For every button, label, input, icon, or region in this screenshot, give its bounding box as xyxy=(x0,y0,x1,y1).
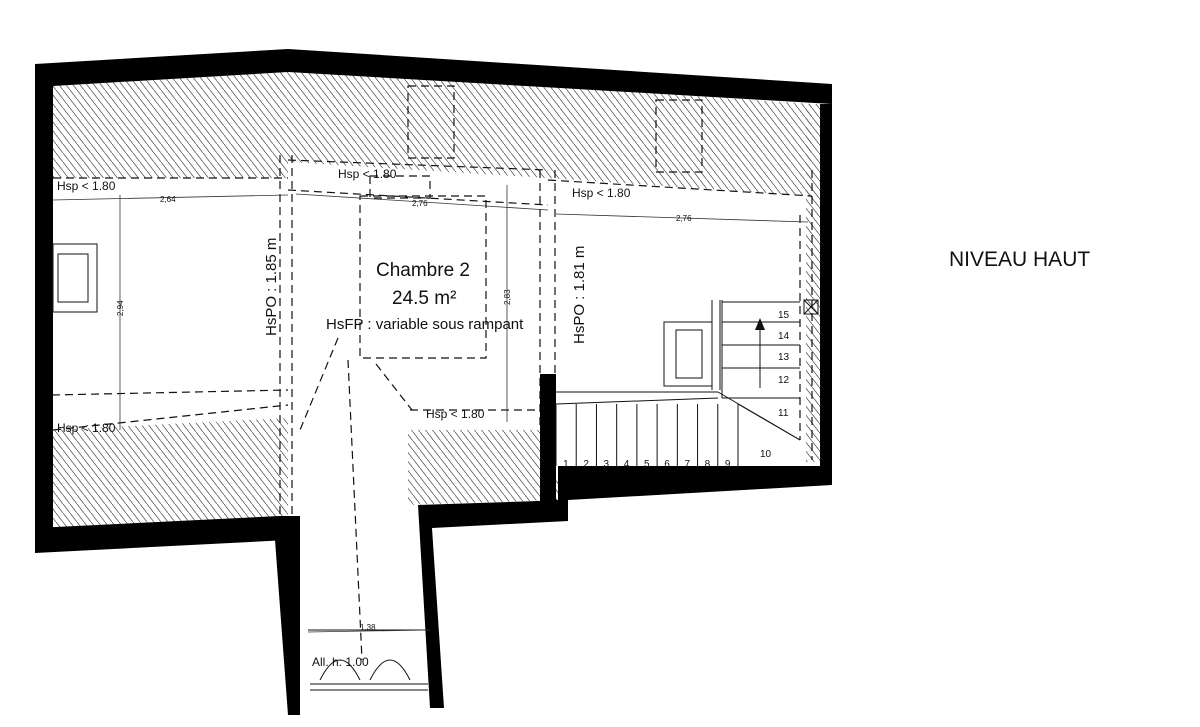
room-area: 24.5 m² xyxy=(392,288,456,309)
hatched-zone-top-right xyxy=(548,86,812,196)
level-title: NIVEAU HAUT xyxy=(949,248,1090,271)
stair-step-number: 10 xyxy=(760,449,772,460)
dim-center-width: 2,76 xyxy=(412,199,428,208)
dim-left-height: 2,94 xyxy=(116,300,125,316)
hatched-zone-bottom-center xyxy=(408,430,558,505)
allege-label: All. h: 1.00 xyxy=(312,655,369,669)
stair-step-number: 15 xyxy=(778,310,790,321)
stair-step-number: 5 xyxy=(644,459,650,470)
wall-corridor-left xyxy=(275,540,300,715)
dimension-lines xyxy=(52,185,809,633)
wall-corridor-right xyxy=(418,500,568,708)
stair-step-number: 4 xyxy=(624,459,630,470)
hsp-top-center-label: Hsp < 1.80 xyxy=(338,167,397,181)
stair-tread xyxy=(737,403,801,441)
hsp-top-left-label: Hsp < 1.80 xyxy=(57,179,116,193)
stair-step-number: 14 xyxy=(778,331,790,342)
stair-step-number: 13 xyxy=(778,352,790,363)
dim-right-width: 2,76 xyxy=(676,214,692,223)
left-wall-window xyxy=(52,243,98,313)
corridor-guides xyxy=(299,337,413,661)
stair-step-number: 9 xyxy=(725,459,731,470)
roof-window-center xyxy=(359,195,487,359)
roof-windows xyxy=(359,85,703,359)
roof-window-top-right xyxy=(655,99,703,173)
stair-tread xyxy=(555,397,719,405)
stair-step-number: 7 xyxy=(684,459,690,470)
hsp-bottom-left-label: Hsp < 1.80 xyxy=(57,421,116,435)
roof-window-small xyxy=(369,175,431,199)
wall-top xyxy=(35,49,832,535)
vent-box xyxy=(803,299,819,315)
hatched-zone-top-left xyxy=(53,72,288,178)
walls xyxy=(35,49,832,715)
hspo-left-label: HsPO : 1.85 m xyxy=(263,238,280,336)
dim-left-width: 2,64 xyxy=(160,195,176,204)
room-hsfp: HsFP : variable sous rampant xyxy=(326,316,524,333)
wall-bottom-right xyxy=(558,466,832,500)
hsp-top-right-label: Hsp < 1.80 xyxy=(572,186,631,200)
hsp-bottom-center-label: Hsp < 1.80 xyxy=(426,407,485,421)
stair-step-number: 1 xyxy=(563,459,569,470)
stair-step-number: 11 xyxy=(778,408,789,419)
roof-window-top-left xyxy=(407,85,455,159)
wall-center-post xyxy=(540,374,568,521)
low-ceiling-zones xyxy=(53,72,820,528)
stair-step-number: 3 xyxy=(604,459,610,470)
hspo-right-label: HsPO : 1.81 m xyxy=(571,246,588,344)
stair-step-number: 2 xyxy=(583,459,589,470)
stair-direction-arrow xyxy=(755,318,765,330)
stair-tread xyxy=(803,299,819,315)
dim-center-height: 2,83 xyxy=(503,289,512,305)
wall-right xyxy=(820,104,832,485)
room-name: Chambre 2 xyxy=(376,260,470,281)
wall-bottom-left xyxy=(35,516,300,715)
hatched-zone-bottom-left xyxy=(53,418,288,528)
dim-corridor-width: 1,38 xyxy=(360,623,376,632)
stair-step-number: 12 xyxy=(778,375,790,386)
stair-step-number: 8 xyxy=(705,459,711,470)
hatched-zone-top-center xyxy=(288,72,548,178)
stair-step-number: 6 xyxy=(664,459,670,470)
stair-opening xyxy=(663,300,721,390)
hatched-zone-right-strip xyxy=(806,104,820,462)
